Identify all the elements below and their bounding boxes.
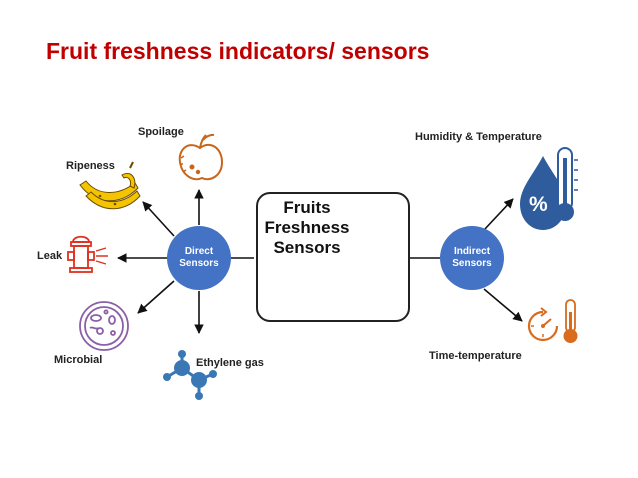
arrow-to-microbial bbox=[137, 280, 175, 314]
percent-symbol: % bbox=[529, 193, 548, 216]
arrow-to-humidity bbox=[483, 198, 514, 231]
direct-line-1: Direct bbox=[184, 246, 214, 257]
center-line-1: Fruits bbox=[283, 198, 331, 217]
direct-line-2: Sensors bbox=[179, 258, 219, 269]
fire-hydrant-icon bbox=[67, 235, 108, 273]
banana-icon bbox=[79, 161, 141, 210]
label-ripeness: Ripeness bbox=[66, 160, 115, 172]
humidity-thermometer-icon bbox=[520, 147, 578, 230]
center-line-2: Freshness bbox=[264, 218, 350, 237]
slide-title: Fruit freshness indicators/ sensors bbox=[46, 38, 430, 64]
ethylene-molecule-icon bbox=[163, 350, 217, 400]
indirect-arrows bbox=[410, 198, 523, 322]
label-ethylene-gas: Ethylene gas bbox=[196, 357, 264, 369]
center-title: Fruits Freshness Sensors bbox=[258, 198, 356, 258]
direct-arrows bbox=[117, 189, 254, 334]
microbial-icon bbox=[79, 301, 129, 351]
label-leak: Leak bbox=[37, 250, 63, 262]
indirect-line-1: Indirect bbox=[453, 246, 491, 257]
clock-thermometer-icon bbox=[527, 299, 578, 343]
arrow-to-time-temp bbox=[483, 288, 523, 322]
label-humidity-temperature: Humidity & Temperature bbox=[415, 131, 542, 143]
rotten-apple-icon bbox=[178, 133, 224, 181]
arrow-to-ripeness bbox=[142, 201, 175, 237]
fruits-freshness-sensors-box: Fruits Freshness Sensors bbox=[256, 192, 410, 322]
label-microbial: Microbial bbox=[54, 354, 103, 366]
label-spoilage: Spoilage bbox=[138, 126, 184, 138]
center-line-3: Sensors bbox=[273, 238, 341, 257]
indirect-sensors-node: Indirect Sensors bbox=[440, 226, 504, 290]
label-time-temperature: Time-temperature bbox=[429, 350, 522, 362]
indirect-line-2: Sensors bbox=[452, 258, 492, 269]
direct-sensors-node: Direct Sensors bbox=[167, 226, 231, 290]
